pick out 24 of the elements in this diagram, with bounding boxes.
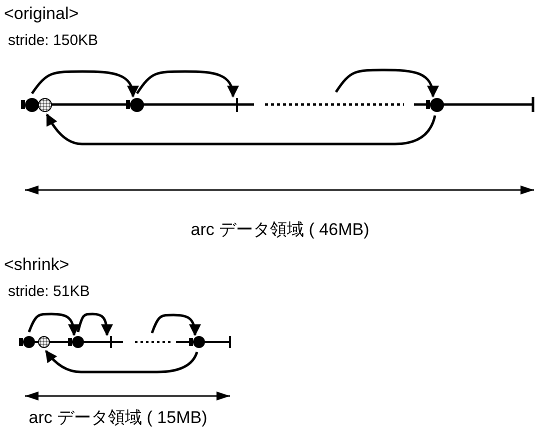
label-text: stride: 51KB [8,283,90,300]
dotted-point-marker [38,98,52,112]
label-text: arc データ領域 ( 15MB) [28,407,208,429]
arrow [30,70,138,98]
point-marker [21,98,39,112]
point-marker [19,336,35,348]
tick-mark [236,98,238,112]
label-text: <original> [4,4,79,24]
arrow [334,68,438,98]
arrow [46,113,436,146]
arrow [76,312,113,336]
arrow [45,350,198,374]
point-marker [126,98,144,112]
point-marker [426,98,444,112]
label-text: arc データ領域 ( 46MB) [190,219,370,241]
arrow [28,312,80,336]
label-text: <shrink> [4,255,70,275]
arrow [150,314,201,336]
dotted-point-marker [38,336,50,348]
label-text: stride: 150KB [8,32,98,49]
point-marker [68,336,84,348]
arrow [136,70,238,98]
point-marker [189,336,205,348]
tick-mark [110,336,112,348]
